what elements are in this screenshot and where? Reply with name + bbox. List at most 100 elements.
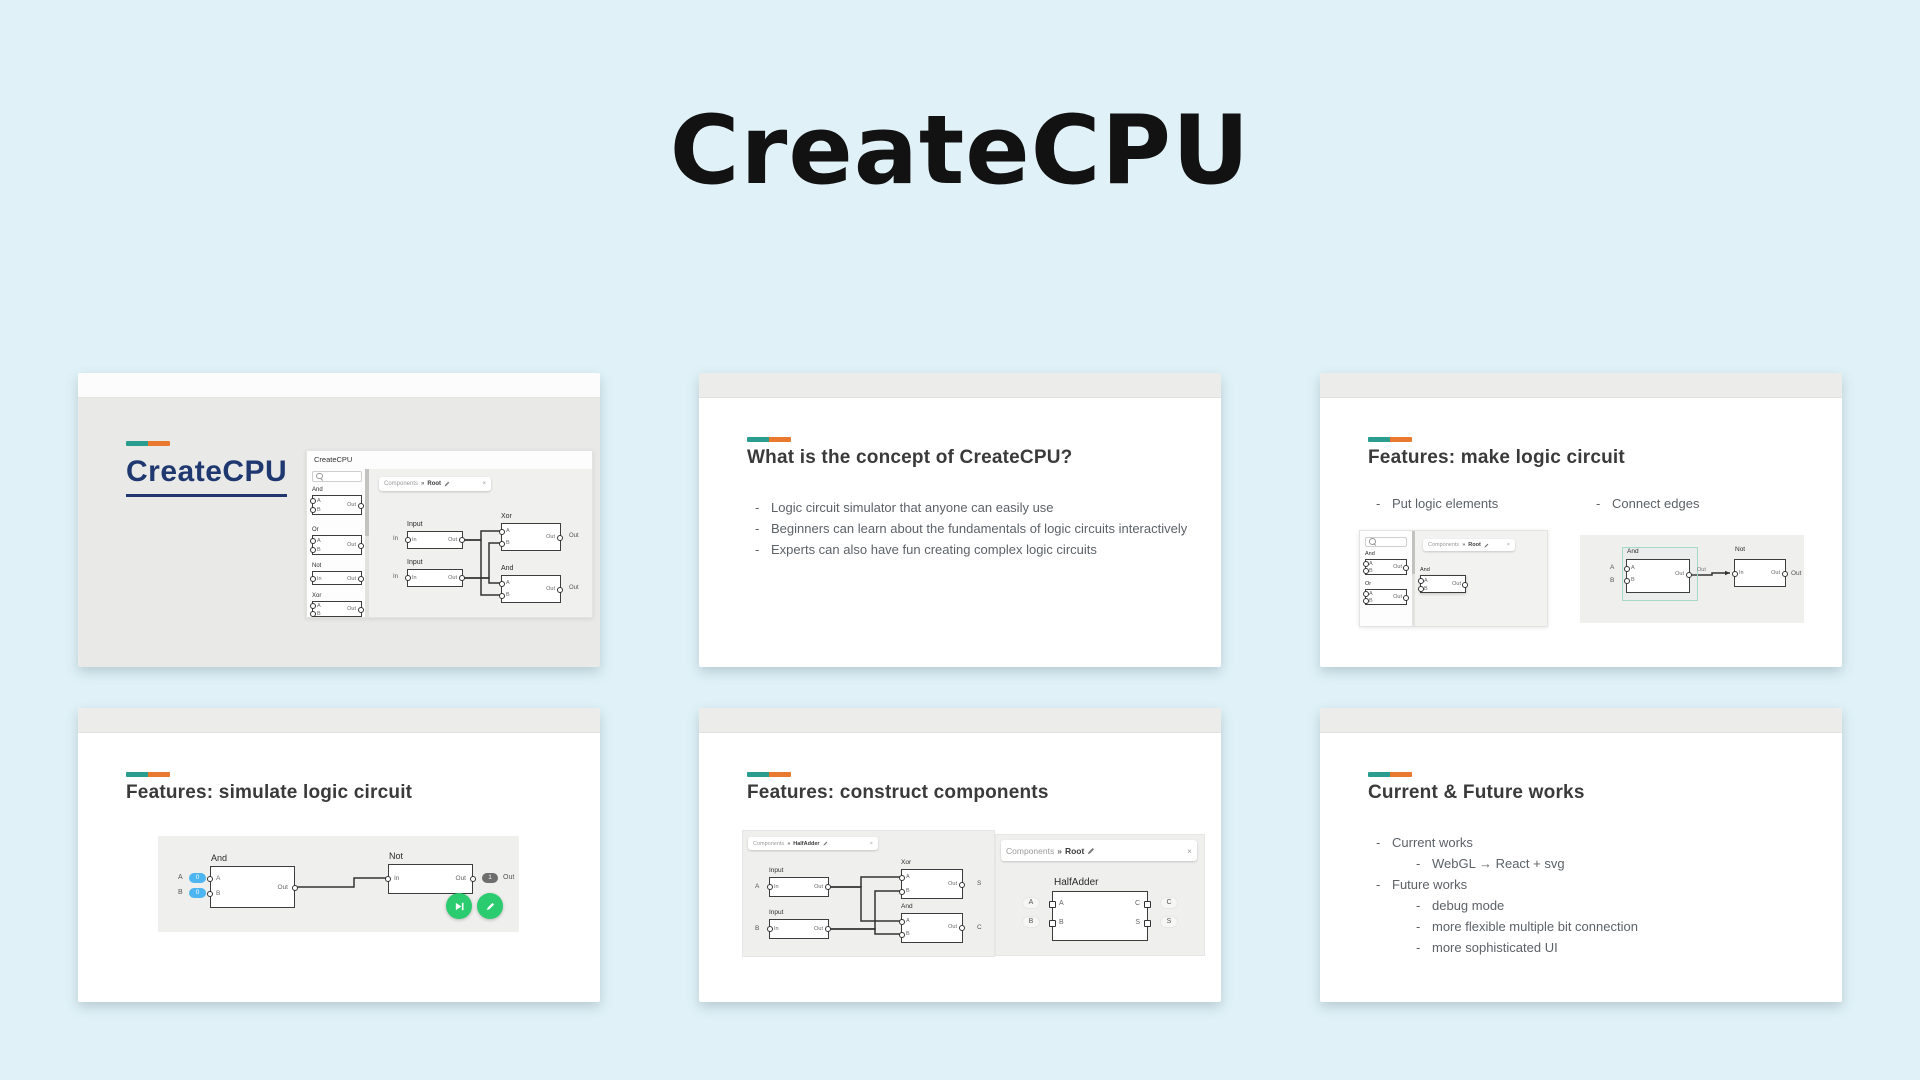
node-label: Xor bbox=[901, 859, 912, 866]
pencil-icon bbox=[486, 902, 494, 910]
edit-icon bbox=[1484, 543, 1489, 548]
port-a bbox=[310, 603, 316, 609]
list-subitem: - more sophisticated UI bbox=[1416, 939, 1806, 956]
external-label: A bbox=[755, 883, 760, 890]
input-value-pill: 0 bbox=[189, 888, 206, 898]
breadcrumb-current: Root bbox=[1064, 845, 1085, 856]
bullet-marker: - bbox=[1416, 856, 1421, 871]
bullet-text: more sophisticated UI bbox=[1432, 940, 1558, 955]
accent-bar bbox=[1368, 437, 1412, 442]
pin-label: Out bbox=[1393, 594, 1402, 600]
breadcrumb-separator-icon: » bbox=[787, 840, 791, 847]
bullet-list: - Current works - WebGL → React + svg - … bbox=[1376, 834, 1806, 960]
breadcrumb-section: Components bbox=[1428, 542, 1460, 548]
slide-top-band bbox=[699, 708, 1221, 733]
pin-label: B bbox=[317, 547, 321, 553]
pin-label: B bbox=[906, 931, 910, 937]
close-icon: × bbox=[482, 481, 486, 487]
node-label: And bbox=[1627, 548, 1639, 555]
wire-label: Out bbox=[1697, 567, 1706, 573]
external-label: Out bbox=[569, 533, 579, 539]
sidebar-gate-and: A B Out bbox=[1363, 559, 1409, 575]
halfadder-internals-image: Components » HalfAdder × Input In Out A … bbox=[742, 830, 995, 957]
port-b bbox=[207, 891, 213, 897]
bullet-text: Experts can also have fun creating compl… bbox=[771, 542, 1097, 557]
input-value-pill: 0 bbox=[189, 873, 206, 883]
node-xor: A B Out bbox=[499, 523, 563, 551]
pin-label: In bbox=[317, 575, 322, 582]
pin-label: A bbox=[906, 874, 910, 880]
slide-card-concept[interactable]: What is the concept of CreateCPU? - Logi… bbox=[699, 373, 1221, 667]
slide-top-band bbox=[78, 708, 600, 733]
external-label: C bbox=[977, 924, 982, 931]
pin-label: B bbox=[1369, 568, 1373, 574]
slide-card-title[interactable]: CreateCPU CreateCPU And A B Out Or A B bbox=[78, 373, 600, 667]
circuit-canvas: Components » Root × Input In bbox=[369, 469, 592, 617]
pin-label: A bbox=[317, 603, 321, 609]
slide-title: Features: construct components bbox=[747, 782, 1049, 803]
pin-label: B bbox=[216, 890, 221, 897]
sidebar-gate-and: A B Out bbox=[310, 495, 364, 515]
put-elements-image: And A B Out Or A B Out Componen bbox=[1359, 530, 1548, 627]
port-out bbox=[1462, 582, 1468, 588]
breadcrumb: Components » Root × bbox=[1423, 539, 1515, 551]
external-label: Out bbox=[569, 585, 579, 591]
external-pill: C bbox=[1160, 897, 1178, 909]
bullet-marker: - bbox=[1596, 496, 1601, 511]
node-label: And bbox=[901, 903, 913, 910]
breadcrumb-separator-icon: » bbox=[1462, 542, 1466, 548]
pin-label: B bbox=[317, 611, 321, 617]
edit-icon bbox=[1087, 847, 1095, 854]
slide-card-simulate[interactable]: Features: simulate logic circuit And A B… bbox=[78, 708, 600, 1002]
port-out bbox=[959, 925, 965, 931]
port-b bbox=[1049, 920, 1056, 927]
slide-card-construct[interactable]: Features: construct components Component… bbox=[699, 708, 1221, 1002]
bullet-marker: - bbox=[1376, 496, 1381, 511]
pin-label: In bbox=[774, 926, 779, 932]
external-label: B bbox=[1610, 577, 1615, 584]
port-b bbox=[1363, 568, 1369, 574]
slide-card-make-circuit[interactable]: Features: make logic circuit - Put logic… bbox=[1320, 373, 1842, 667]
pin-label: S bbox=[1135, 919, 1140, 926]
bullet-marker: - bbox=[755, 521, 760, 536]
breadcrumb-separator-icon: » bbox=[1057, 845, 1062, 856]
component-search-input bbox=[1365, 537, 1407, 547]
pin-label: A bbox=[1059, 900, 1064, 907]
slide-card-works[interactable]: Current & Future works - Current works -… bbox=[1320, 708, 1842, 1002]
pin-label: A bbox=[1631, 565, 1635, 571]
port-out bbox=[358, 543, 364, 549]
port-c bbox=[1144, 901, 1151, 908]
pin-label: Out bbox=[448, 537, 457, 543]
pin-label: Out bbox=[546, 534, 555, 540]
pin-label: Out bbox=[347, 542, 356, 548]
sidebar-gate-label: Or bbox=[312, 527, 319, 533]
node-label: Input bbox=[769, 867, 784, 874]
port-a bbox=[1363, 591, 1369, 597]
port-a bbox=[899, 875, 905, 881]
port-out bbox=[292, 885, 298, 891]
port-out bbox=[1686, 572, 1692, 578]
list-subitem: - more flexible multiple bit connection bbox=[1416, 918, 1806, 935]
pin-label: Out bbox=[347, 575, 356, 582]
breadcrumb-current: Root bbox=[427, 481, 442, 487]
pin-label: B bbox=[1369, 598, 1373, 604]
app-screenshot-window: CreateCPU And A B Out Or A B Out Not bbox=[306, 450, 593, 618]
bullet-marker: - bbox=[1416, 919, 1421, 934]
port-a bbox=[1418, 578, 1424, 584]
createcpu-logo: CreateCPU bbox=[126, 455, 288, 497]
port-a bbox=[1624, 566, 1630, 572]
bullet-text: Current works bbox=[1392, 835, 1473, 850]
accent-bar bbox=[747, 772, 791, 777]
port-out bbox=[557, 535, 563, 541]
accent-bar bbox=[126, 772, 170, 777]
port-in bbox=[385, 876, 391, 882]
port-a bbox=[499, 529, 505, 535]
app-window-title: CreateCPU bbox=[314, 455, 353, 464]
port-out bbox=[1782, 571, 1788, 577]
pin-label: A bbox=[1424, 578, 1428, 584]
port-b bbox=[310, 611, 316, 617]
node-label: Xor bbox=[501, 513, 512, 520]
pin-label: A bbox=[1369, 561, 1373, 567]
node-label: Not bbox=[389, 851, 404, 861]
close-icon: × bbox=[869, 840, 873, 847]
